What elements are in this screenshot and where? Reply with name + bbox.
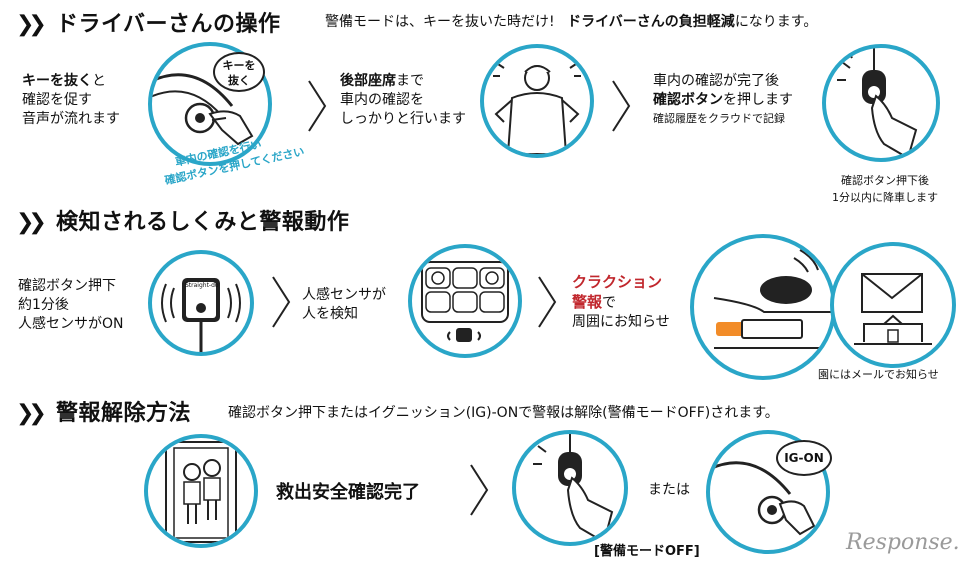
chevron-right-icon bbox=[272, 276, 291, 328]
s1-step3-line2-bold: 確認ボタン bbox=[653, 92, 723, 108]
s1-step3-note2: 1分以内に降車します bbox=[832, 191, 938, 204]
s2-step1-line1: 確認ボタン押下 bbox=[18, 278, 116, 294]
sensor-device-illustration bbox=[148, 250, 254, 356]
s1-step3-note1: 確認ボタン押下後 bbox=[841, 174, 929, 187]
chevron-right-icon bbox=[470, 464, 489, 516]
s2-step2-text: 人感センサが 人を検知 bbox=[302, 286, 386, 324]
chevron-right-icon bbox=[612, 80, 631, 132]
rescue-illustration bbox=[144, 434, 258, 548]
s1-step2-line1-bold: 後部座席 bbox=[340, 73, 396, 89]
mode-off-label: [警備モードOFF] bbox=[594, 544, 700, 559]
s1-step2-line2: 車内の確認を bbox=[340, 92, 424, 108]
s1-step2-line1-rest: まで bbox=[396, 73, 424, 89]
horn-illustration bbox=[690, 234, 836, 380]
section2-title: 検知されるしくみと警報動作 bbox=[55, 210, 350, 235]
device-label: Straight-do bbox=[185, 282, 219, 289]
s1-step1-text: キーを抜くと 確認を促す 音声が流れます bbox=[22, 72, 120, 129]
or-text: または bbox=[648, 482, 690, 498]
section3-title: 警報解除方法 bbox=[55, 401, 191, 426]
s2-step1-line2: 約1分後 bbox=[18, 297, 69, 313]
chevron-right-icon bbox=[538, 276, 557, 328]
horn-icon bbox=[713, 249, 832, 349]
s2-step2-line1: 人感センサが bbox=[302, 287, 386, 303]
s1-step2-line3: しっかりと行います bbox=[340, 111, 466, 127]
s2-step2-line2: 人を検知 bbox=[302, 306, 358, 322]
s1-step2-text: 後部座席まで 車内の確認を しっかりと行います bbox=[340, 72, 466, 129]
school-mail-illustration bbox=[830, 242, 956, 368]
inspection-illustration bbox=[480, 44, 594, 158]
bubble-line2: 抜く bbox=[228, 74, 250, 87]
section3-subtitle: 確認ボタン押下またはイグニッション(IG)-ONで警報は解除(警備モードOFF)… bbox=[228, 405, 779, 421]
s2-step3-line2-rest: で bbox=[602, 295, 617, 311]
s2-step3-line3: 周囲にお知らせ bbox=[572, 314, 670, 330]
section1-subtitle: 警備モードは、キーを抜いた時だけ! ドライバーさんの負担軽減になります。 bbox=[325, 11, 817, 31]
watermark: Response. bbox=[846, 530, 960, 555]
vehicle-seats-icon bbox=[421, 261, 509, 342]
rescue-complete-text: 救出安全確認完了 bbox=[276, 482, 420, 503]
s1-step3-line2-rest: を押します bbox=[723, 92, 793, 108]
seat-detection-illustration bbox=[408, 244, 522, 358]
section2-heading: ❯❯ 検知されるしくみと警報動作 bbox=[16, 204, 349, 236]
confirm-button-icon bbox=[533, 434, 614, 542]
section1-title: ドライバーさんの操作 bbox=[55, 12, 281, 37]
section-chevron-icon: ❯❯ bbox=[16, 210, 47, 235]
subtitle-part-a: 警備モードは、キーを抜いた時だけ! bbox=[325, 14, 555, 30]
s1-step3-text: 車内の確認が完了後 確認ボタンを押します 確認履歴をクラウドで記録 bbox=[653, 72, 793, 127]
s1-step1-line3: 音声が流れます bbox=[22, 111, 120, 127]
person-checking-icon bbox=[493, 63, 581, 154]
speech-bubble: キーを 抜く bbox=[213, 52, 265, 92]
confirm-button-illustration-2 bbox=[512, 430, 628, 546]
ig-on-bubble: IG-ON bbox=[776, 440, 832, 476]
mail-icon bbox=[854, 273, 932, 345]
subtitle-part-b: ドライバーさんの負担軽減 bbox=[567, 14, 735, 30]
s1-step1-line2: 確認を促す bbox=[22, 92, 92, 108]
bubble-line1: キーを bbox=[222, 59, 256, 72]
section-chevron-icon: ❯❯ bbox=[16, 401, 47, 426]
section1-heading: ❯❯ ドライバーさんの操作 bbox=[16, 6, 281, 38]
s1-step3-line1: 車内の確認が完了後 bbox=[653, 73, 779, 89]
s1-step3-note: 確認ボタン押下後 1分以内に降車します bbox=[818, 172, 952, 206]
s2-note: 園にはメールでお知らせ bbox=[818, 368, 939, 381]
s1-step1-line1-rest: と bbox=[92, 73, 106, 89]
s2-step3-text: クラクション 警報で 周囲にお知らせ bbox=[572, 272, 670, 332]
s2-step1-line3: 人感センサがON bbox=[18, 316, 124, 332]
children-exiting-icon bbox=[165, 441, 237, 543]
chevron-right-icon bbox=[308, 80, 327, 132]
confirm-button-icon bbox=[837, 48, 918, 158]
horn-alarm-label: クラクション bbox=[572, 273, 663, 291]
confirm-button-illustration bbox=[822, 44, 940, 162]
s1-step3-line3: 確認履歴をクラウドで記録 bbox=[653, 112, 785, 125]
s1-step1-line1-bold: キーを抜く bbox=[22, 73, 92, 89]
section-chevron-icon: ❯❯ bbox=[16, 12, 47, 37]
alarm-label: 警報 bbox=[572, 293, 603, 311]
section3-heading: ❯❯ 警報解除方法 bbox=[16, 395, 191, 427]
sensor-device-icon bbox=[161, 278, 241, 352]
subtitle-part-c: になります。 bbox=[734, 14, 818, 30]
s2-step1-text: 確認ボタン押下 約1分後 人感センサがON bbox=[18, 277, 124, 334]
